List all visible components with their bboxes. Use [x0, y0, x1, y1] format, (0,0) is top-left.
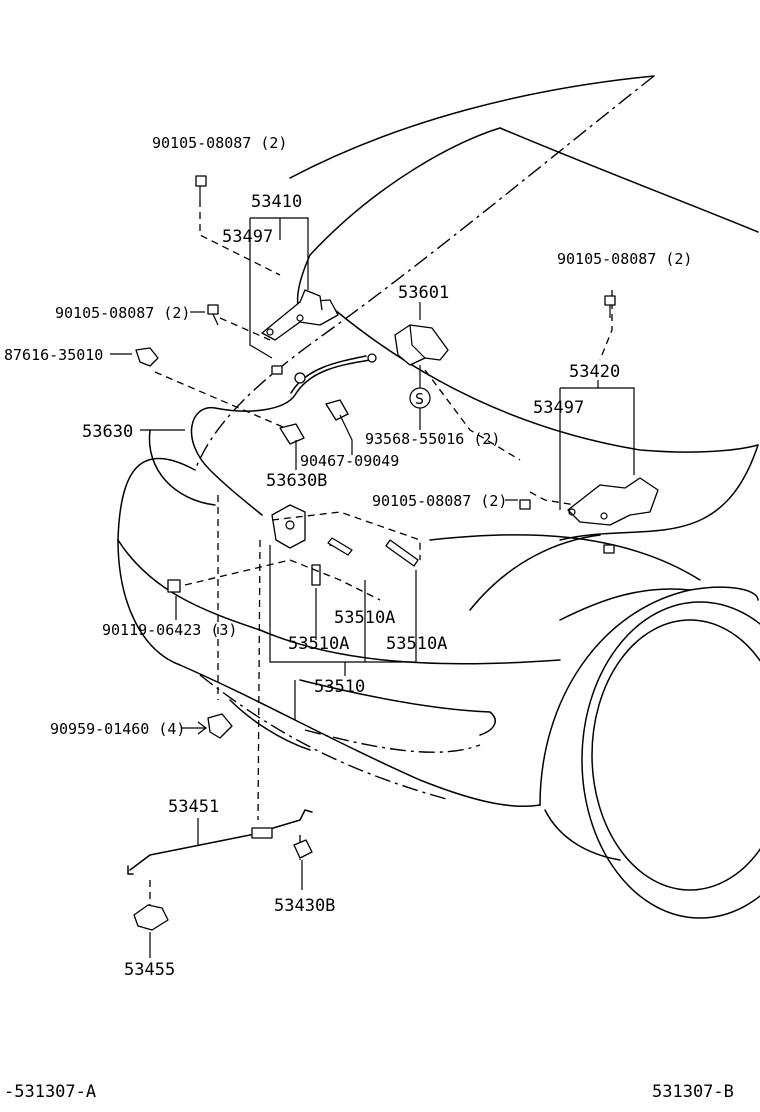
clamp-53630B [279, 423, 305, 445]
label-53497-right: 53497 [533, 398, 584, 418]
label-53510A-right: 53510A [334, 608, 395, 628]
label-53510A-left: 53510A [288, 634, 349, 654]
label-53601: 53601 [398, 283, 449, 303]
label-90467: 90467-09049 [300, 452, 399, 470]
nut-right [603, 544, 615, 554]
label-90105-right: 90105-08087 (2) [372, 492, 507, 510]
label-93568: 93568-55016 (2) [365, 430, 500, 448]
clip-90467 [325, 399, 349, 421]
illustration-code-left: -531307-A [4, 1082, 96, 1102]
hood-latch-53510 [271, 504, 419, 586]
nut-left [271, 365, 283, 375]
label-53630B: 53630B [266, 471, 327, 491]
hood-cable-53630 [190, 353, 377, 516]
latch-dashed-outline [271, 511, 421, 560]
label-53430B: 53430B [274, 896, 335, 916]
label-53420: 53420 [569, 362, 620, 382]
bolt-90105-left [207, 304, 219, 326]
s-symbol-letter: S [415, 390, 424, 408]
label-53510: 53510 [314, 677, 365, 697]
bolt-90105-right [519, 499, 531, 510]
label-brackets [110, 217, 635, 958]
holder-53455 [133, 904, 169, 931]
hood-hinge-right [567, 477, 659, 526]
clip-90959 [207, 713, 233, 739]
latch-dashed-lower [289, 559, 381, 601]
bolt-90105-top-left [195, 175, 207, 200]
label-90959: 90959-01460 (4) [50, 720, 185, 738]
label-90119: 90119-06423 (3) [102, 621, 237, 639]
label-53410: 53410 [251, 192, 302, 212]
label-90105-left: 90105-08087 (2) [55, 304, 190, 322]
bolt-90105-right-top [604, 295, 616, 318]
label-53510A-far-right: 53510A [386, 634, 447, 654]
label-90105-top-left: 90105-08087 (2) [152, 134, 287, 152]
label-53455: 53455 [124, 960, 175, 980]
label-87616: 87616-35010 [4, 346, 103, 364]
grommet-53430B [293, 839, 313, 859]
label-53451: 53451 [168, 797, 219, 817]
label-53630: 53630 [82, 422, 133, 442]
bolt-90119 [167, 579, 181, 593]
support-rod-53451 [127, 809, 313, 875]
s-symbol-circle [409, 387, 431, 409]
label-53497-left: 53497 [222, 227, 273, 247]
support-53601 [394, 324, 449, 366]
illustration-code-right: 531307-B [652, 1082, 734, 1102]
dashed-leaders [149, 200, 613, 912]
label-90105-right-top: 90105-08087 (2) [557, 250, 692, 268]
clip-87616 [135, 347, 159, 367]
hood-hinge-left [261, 289, 339, 341]
